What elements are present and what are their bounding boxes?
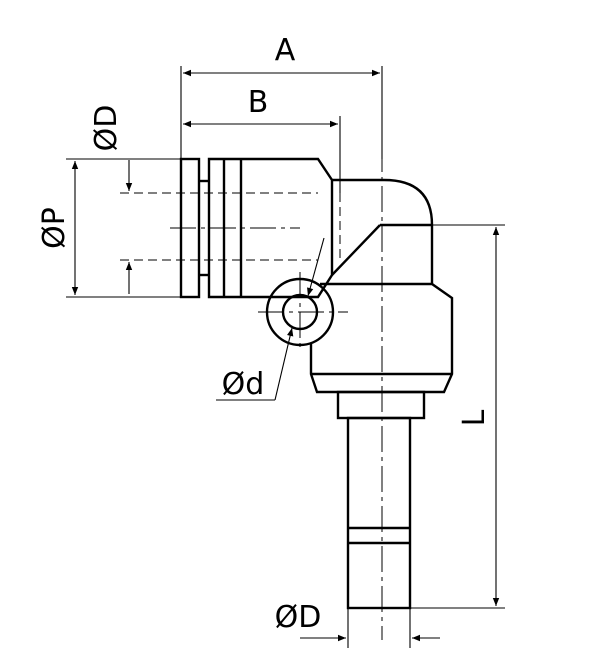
dimension-d-top: ØD [89,105,133,294]
dimension-p: ØP [37,158,181,298]
dimension-d-small-label: Ød [222,367,265,402]
dimension-d-bottom-label: ØD [275,600,322,635]
dimension-d-small: Ød [216,237,325,402]
stem-tube [346,416,412,610]
dimension-p-label: ØP [37,207,72,249]
dimension-b-label: B [248,85,269,120]
dimension-a: A [180,33,383,159]
dimension-l-label: L [457,409,492,426]
hidden-lines [120,66,383,640]
dimension-b: B [183,85,341,193]
elbow-outer [332,178,434,284]
dimension-d-bottom: ØD [275,600,440,648]
neck [336,390,426,420]
dimension-d-top-label: ØD [89,105,124,152]
dimension-l: L [410,224,505,609]
vertical-body [309,282,454,394]
dimension-a-label: A [275,33,296,68]
